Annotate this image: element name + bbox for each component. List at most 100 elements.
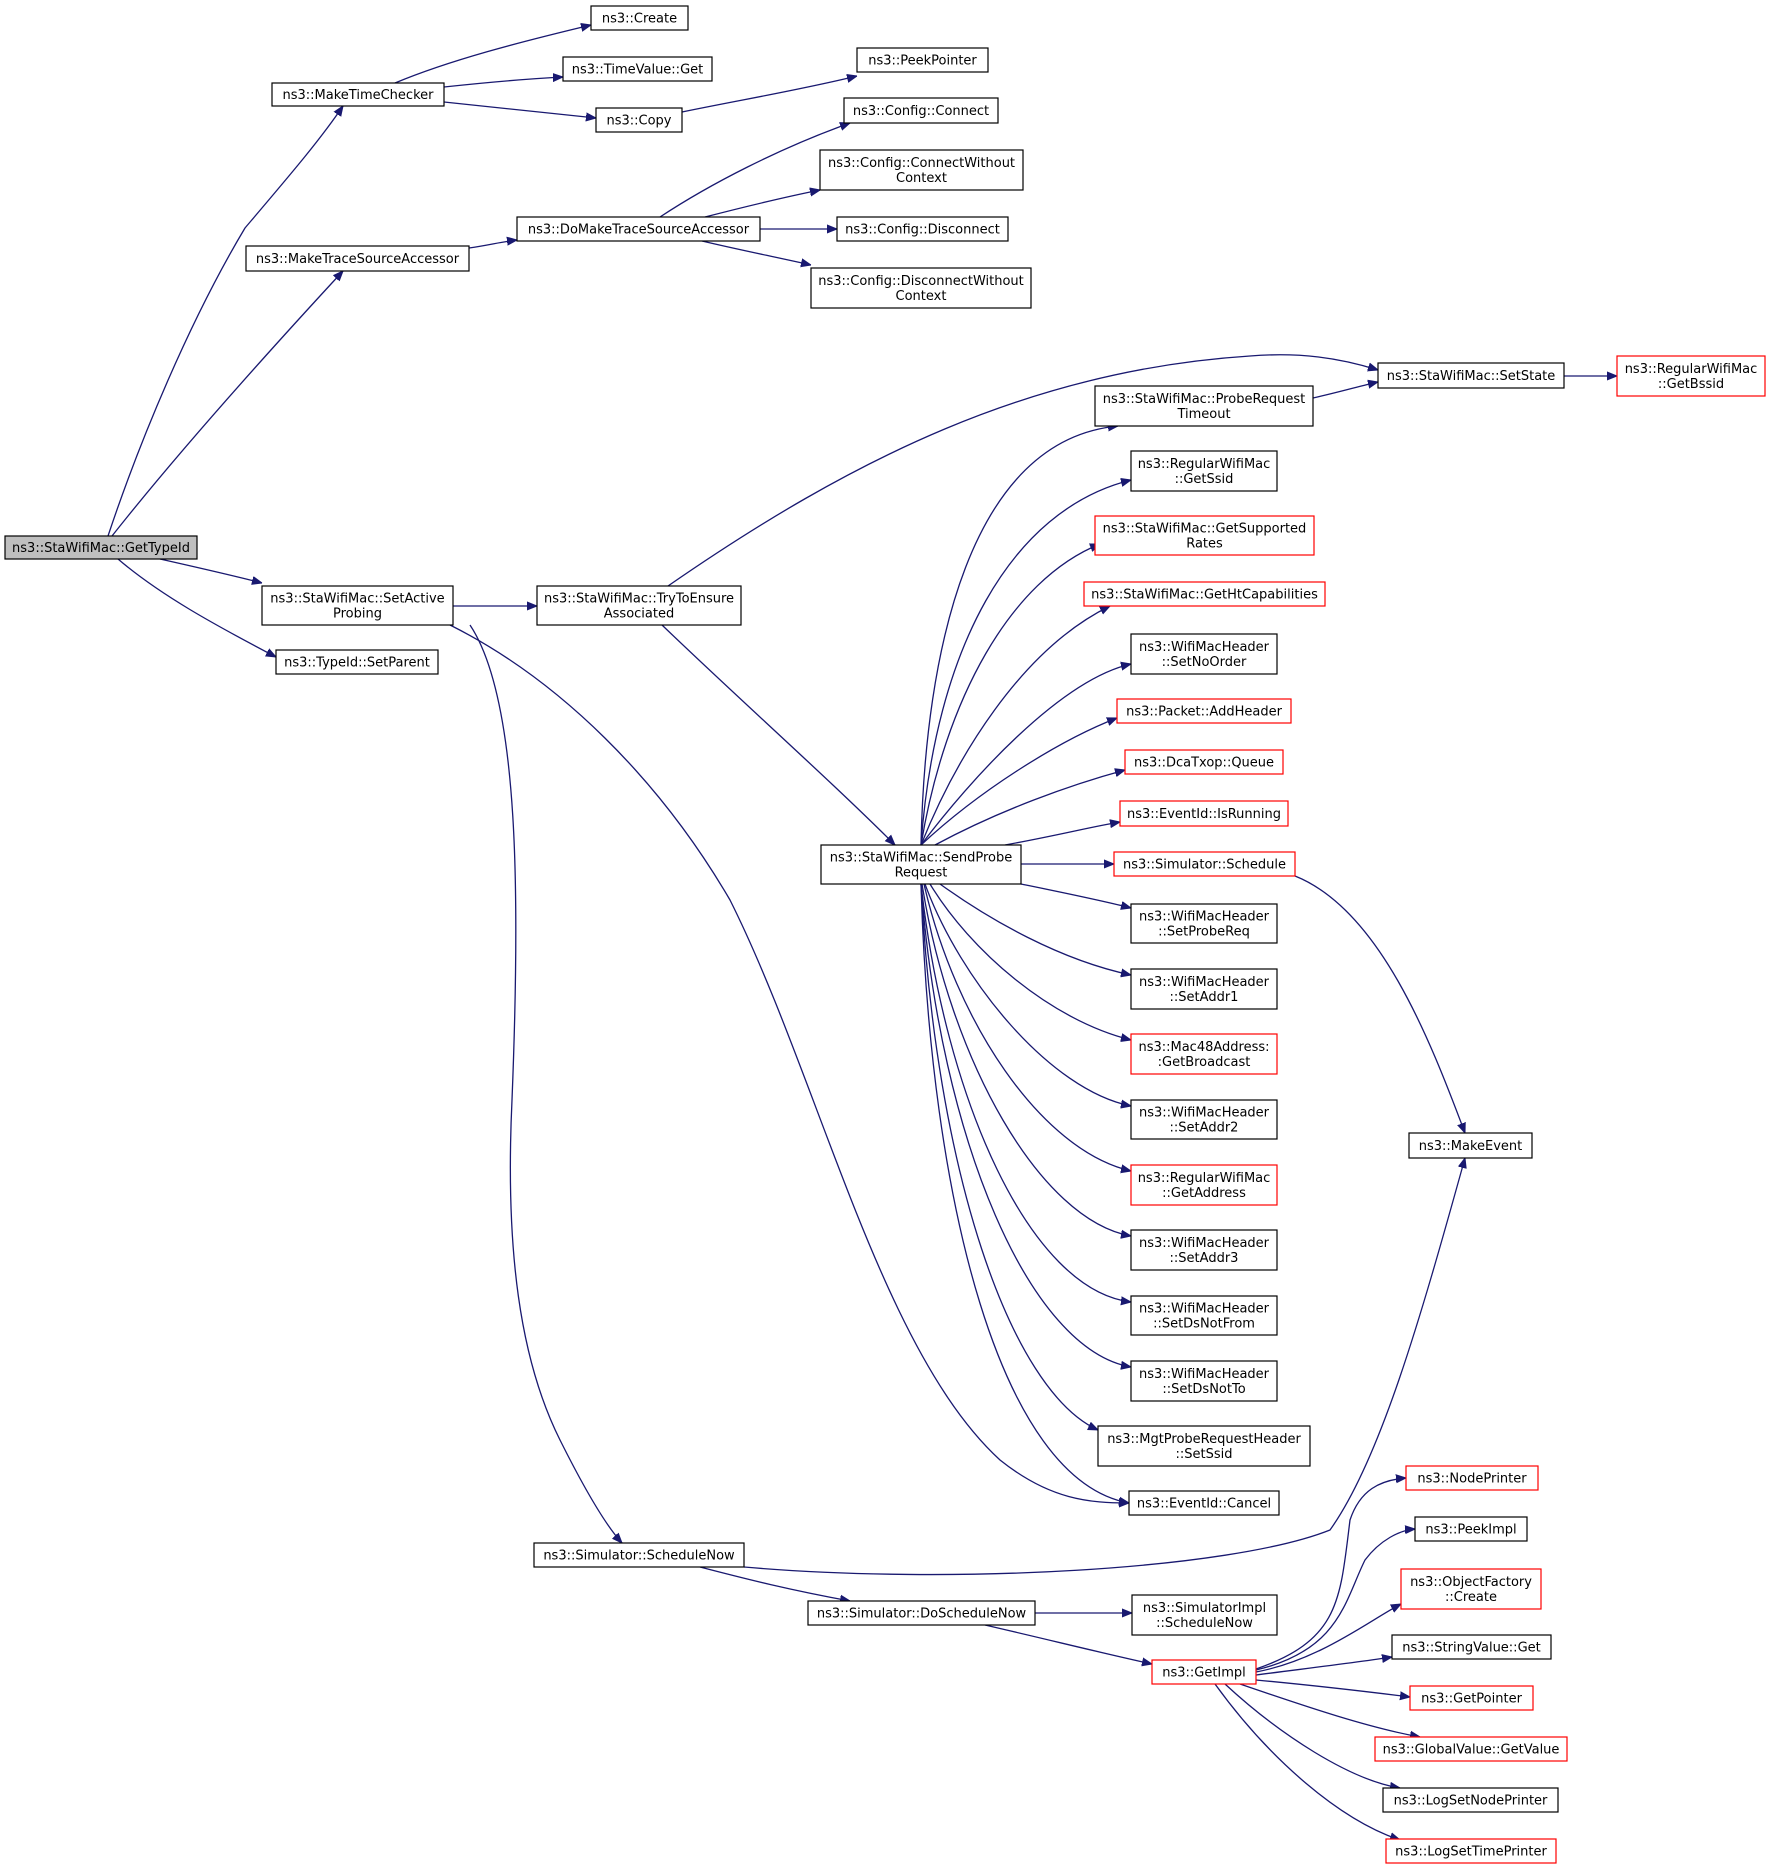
node-copy[interactable]: ns3::Copy bbox=[595, 107, 683, 133]
node-box[interactable] bbox=[1400, 1568, 1542, 1610]
node-box[interactable] bbox=[1130, 1360, 1278, 1402]
node-simulator-do-schedule-now[interactable]: ns3::Simulator::DoScheduleNow bbox=[807, 1600, 1036, 1626]
node-get-ht-capabilities[interactable]: ns3::StaWifiMac::GetHtCapabilities bbox=[1083, 581, 1326, 607]
node-box[interactable] bbox=[562, 56, 713, 82]
node-box[interactable] bbox=[536, 585, 742, 626]
node-do-make-trace-source-accessor[interactable]: ns3::DoMakeTraceSourceAccessor bbox=[516, 216, 761, 242]
node-box[interactable] bbox=[516, 216, 761, 242]
node-box[interactable] bbox=[1391, 1634, 1552, 1660]
node-box[interactable] bbox=[819, 149, 1024, 191]
node-box[interactable] bbox=[1130, 968, 1278, 1010]
node-get-impl[interactable]: ns3::GetImpl bbox=[1151, 1659, 1257, 1685]
node-box[interactable] bbox=[836, 216, 1009, 242]
node-set-probe-req[interactable]: ns3::WifiMacHeader::SetProbeReq bbox=[1130, 903, 1278, 944]
node-typeid-set-parent[interactable]: ns3::TypeId::SetParent bbox=[275, 649, 439, 675]
node-box[interactable] bbox=[820, 844, 1022, 885]
node-simulator-schedule[interactable]: ns3::Simulator::Schedule bbox=[1113, 851, 1296, 877]
node-box[interactable] bbox=[1151, 1659, 1257, 1685]
node-box[interactable] bbox=[1382, 1787, 1559, 1813]
node-box[interactable] bbox=[275, 649, 439, 675]
node-box[interactable] bbox=[1119, 800, 1289, 827]
node-box[interactable] bbox=[1097, 1425, 1311, 1467]
node-stringvalue-get[interactable]: ns3::StringValue::Get bbox=[1391, 1634, 1552, 1660]
node-make-trace-source-accessor[interactable]: ns3::MakeTraceSourceAccessor bbox=[245, 245, 470, 272]
node-object-factory-create[interactable]: ns3::ObjectFactory::Create bbox=[1400, 1568, 1542, 1610]
node-box[interactable] bbox=[4, 535, 198, 560]
node-box[interactable] bbox=[1094, 515, 1315, 556]
node-box[interactable] bbox=[843, 97, 999, 124]
node-node-printer[interactable]: ns3::NodePrinter bbox=[1405, 1465, 1539, 1491]
node-box[interactable] bbox=[1616, 355, 1766, 397]
node-box[interactable] bbox=[807, 1600, 1036, 1626]
node-box[interactable] bbox=[1083, 581, 1326, 607]
node-set-addr1[interactable]: ns3::WifiMacHeader::SetAddr1 bbox=[1130, 968, 1278, 1010]
node-simulator-schedule-now[interactable]: ns3::Simulator::ScheduleNow bbox=[533, 1542, 745, 1568]
node-box[interactable] bbox=[1124, 749, 1284, 775]
node-box[interactable] bbox=[1374, 1736, 1568, 1762]
node-config-connect[interactable]: ns3::Config::Connect bbox=[843, 97, 999, 124]
node-box[interactable] bbox=[1130, 1164, 1278, 1206]
node-box[interactable] bbox=[1128, 1490, 1280, 1516]
node-regular-get-address[interactable]: ns3::RegularWifiMac::GetAddress bbox=[1130, 1164, 1278, 1206]
node-log-set-time-printer[interactable]: ns3::LogSetTimePrinter bbox=[1385, 1838, 1557, 1864]
node-box[interactable] bbox=[856, 47, 989, 73]
node-box[interactable] bbox=[1405, 1465, 1539, 1491]
node-box[interactable] bbox=[1130, 1033, 1278, 1075]
node-set-state[interactable]: ns3::StaWifiMac::SetState bbox=[1377, 362, 1565, 389]
node-box[interactable] bbox=[1130, 1229, 1278, 1271]
node-packet-add-header[interactable]: ns3::Packet::AddHeader bbox=[1116, 698, 1292, 724]
node-dcatxop-queue[interactable]: ns3::DcaTxop::Queue bbox=[1124, 749, 1284, 775]
node-make-time-checker[interactable]: ns3::MakeTimeChecker bbox=[271, 82, 445, 107]
node-set-ds-not-from[interactable]: ns3::WifiMacHeader::SetDsNotFrom bbox=[1130, 1295, 1278, 1336]
node-box[interactable] bbox=[1377, 362, 1565, 389]
node-box[interactable] bbox=[1131, 1594, 1278, 1636]
node-mgt-probe-set-ssid[interactable]: ns3::MgtProbeRequestHeader::SetSsid bbox=[1097, 1425, 1311, 1467]
node-box[interactable] bbox=[1130, 1099, 1278, 1140]
node-box[interactable] bbox=[1130, 450, 1278, 492]
node-box[interactable] bbox=[271, 82, 445, 107]
node-log-set-node-printer[interactable]: ns3::LogSetNodePrinter bbox=[1382, 1787, 1559, 1813]
node-set-no-order[interactable]: ns3::WifiMacHeader::SetNoOrder bbox=[1130, 633, 1278, 675]
node-box[interactable] bbox=[1385, 1838, 1557, 1864]
node-get-pointer[interactable]: ns3::GetPointer bbox=[1409, 1685, 1534, 1711]
node-box[interactable] bbox=[533, 1542, 745, 1568]
node-box[interactable] bbox=[810, 267, 1032, 309]
node-box[interactable] bbox=[1409, 1685, 1534, 1711]
node-mac48-get-broadcast[interactable]: ns3::Mac48Address::GetBroadcast bbox=[1130, 1033, 1278, 1075]
node-set-ds-not-to[interactable]: ns3::WifiMacHeader::SetDsNotTo bbox=[1130, 1360, 1278, 1402]
node-regular-get-bssid[interactable]: ns3::RegularWifiMac::GetBssid bbox=[1616, 355, 1766, 397]
node-box[interactable] bbox=[1130, 903, 1278, 944]
node-set-addr3[interactable]: ns3::WifiMacHeader::SetAddr3 bbox=[1130, 1229, 1278, 1271]
node-create[interactable]: ns3::Create bbox=[590, 5, 689, 31]
node-eventid-cancel[interactable]: ns3::EventId::Cancel bbox=[1128, 1490, 1280, 1516]
node-get-type-id[interactable]: ns3::StaWifiMac::GetTypeId bbox=[4, 535, 198, 560]
node-config-disconnect[interactable]: ns3::Config::Disconnect bbox=[836, 216, 1009, 242]
node-globalvalue-get-value[interactable]: ns3::GlobalValue::GetValue bbox=[1374, 1736, 1568, 1762]
node-peek-pointer[interactable]: ns3::PeekPointer bbox=[856, 47, 989, 73]
node-set-addr2[interactable]: ns3::WifiMacHeader::SetAddr2 bbox=[1130, 1099, 1278, 1140]
node-regular-get-ssid[interactable]: ns3::RegularWifiMac::GetSsid bbox=[1130, 450, 1278, 492]
node-box[interactable] bbox=[1414, 1516, 1528, 1542]
node-peek-impl[interactable]: ns3::PeekImpl bbox=[1414, 1516, 1528, 1542]
node-make-event[interactable]: ns3::MakeEvent bbox=[1408, 1132, 1533, 1159]
node-box[interactable] bbox=[1116, 698, 1292, 724]
node-box[interactable] bbox=[1113, 851, 1296, 877]
node-box[interactable] bbox=[1130, 1295, 1278, 1336]
node-simulatorimpl-schedule-now[interactable]: ns3::SimulatorImpl::ScheduleNow bbox=[1131, 1594, 1278, 1636]
node-box[interactable] bbox=[261, 585, 454, 626]
node-box[interactable] bbox=[1094, 385, 1314, 427]
node-timevalue-get[interactable]: ns3::TimeValue::Get bbox=[562, 56, 713, 82]
node-box[interactable] bbox=[1130, 633, 1278, 675]
node-box[interactable] bbox=[245, 245, 470, 272]
node-box[interactable] bbox=[590, 5, 689, 31]
node-box[interactable] bbox=[1408, 1132, 1533, 1159]
node-box[interactable] bbox=[595, 107, 683, 133]
node-eventid-is-running[interactable]: ns3::EventId::IsRunning bbox=[1119, 800, 1289, 827]
